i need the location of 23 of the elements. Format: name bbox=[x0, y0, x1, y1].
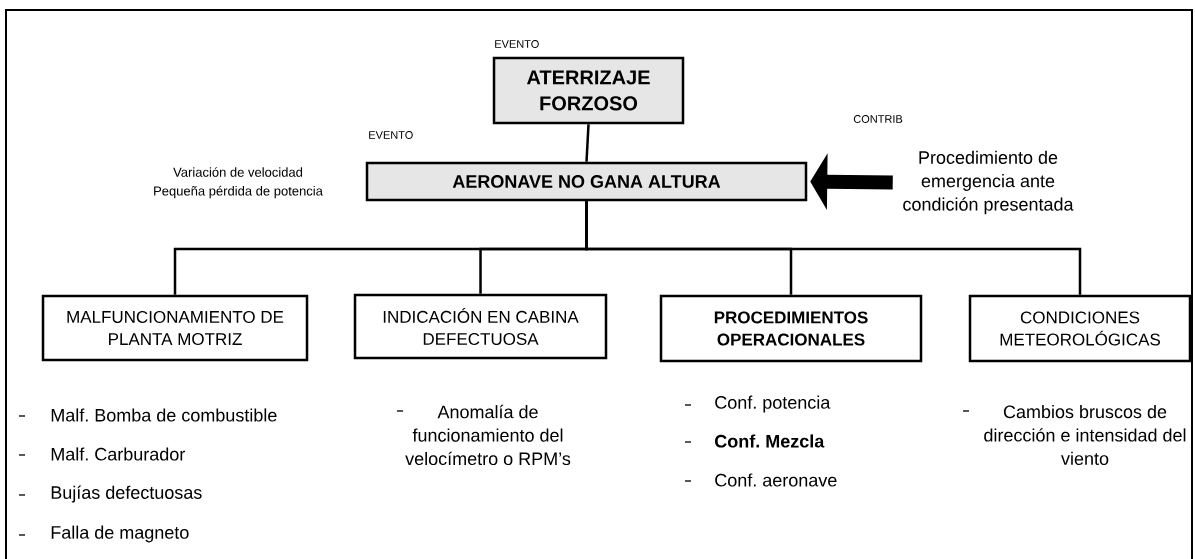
contrib-tag: CONTRIB bbox=[853, 115, 903, 123]
cause-box: PROCEDIMIENTOS OPERACIONALES bbox=[659, 294, 923, 363]
event-box: AERONAVE NO GANA ALTURA bbox=[365, 161, 808, 202]
list-item: Conf. Mezcla bbox=[715, 434, 825, 448]
connector-line bbox=[585, 124, 590, 162]
list-item: Malf. Carburador bbox=[51, 447, 185, 461]
cause-box: CONDICIONES METEOROLÓGICAS bbox=[968, 294, 1192, 363]
list-item: Conf. aeronave bbox=[715, 473, 837, 487]
cause-box: INDICACIÓN EN CABINA DEFECTUOSA bbox=[353, 293, 608, 360]
contributing-factor-text: Procedimiento de emergencia ante condición presentada bbox=[903, 150, 1074, 215]
list-item: Bujías defectuosas bbox=[51, 485, 202, 503]
list-item: Conf. potencia bbox=[715, 395, 831, 413]
list-item: Malf. Bomba de combustible bbox=[51, 408, 277, 422]
list-item: Anomalía de funcionamiento del velocímetro o RPM’s bbox=[405, 404, 571, 466]
note-text: Variación de velocidad bbox=[173, 167, 303, 177]
list-item: Falla de magneto bbox=[51, 525, 189, 543]
connector-line bbox=[585, 201, 1082, 295]
note-text: Pequeña pérdida de potencia bbox=[154, 185, 323, 199]
event-tag: EVENTO bbox=[495, 40, 539, 48]
event-tag: EVENTO bbox=[369, 131, 413, 139]
event-box: ATERRIZAJE FORZOSO bbox=[492, 56, 685, 125]
cause-box: MALFUNCIONAMIENTO DE PLANTA MOTRIZ bbox=[41, 294, 309, 362]
list-item: Cambios bruscos de dirección e intensidad del viento bbox=[984, 405, 1186, 465]
